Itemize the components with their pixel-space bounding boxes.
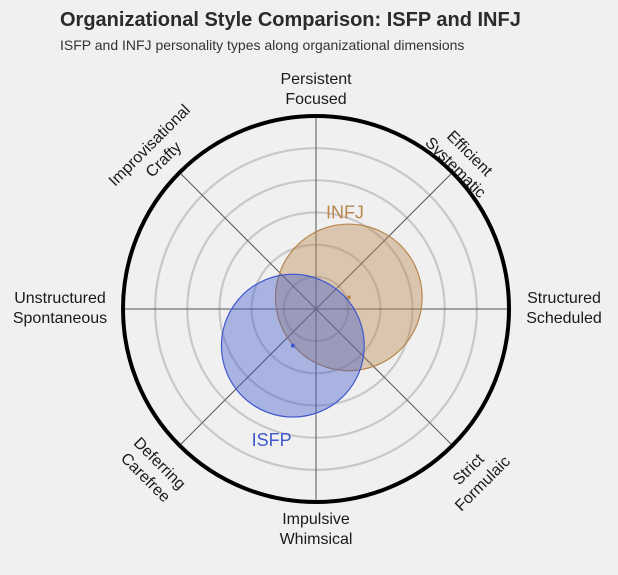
axis-spoke xyxy=(179,172,453,446)
axis-label-line: Unstructured xyxy=(14,290,106,307)
outer-ring xyxy=(121,114,511,504)
series-point-isfp xyxy=(290,343,295,348)
axis-label-line: Spontaneous xyxy=(13,310,107,327)
axis-label-line: Whimsical xyxy=(280,531,353,548)
axis-label-line: Focused xyxy=(285,91,346,108)
axis-label-line: Impulsive xyxy=(282,511,350,528)
series-label-isfp: ISFP xyxy=(252,430,292,450)
axis-label-line: Structured xyxy=(527,290,601,307)
chart-subtitle: ISFP and INFJ personality types along or… xyxy=(60,37,465,53)
series-point-infj xyxy=(346,295,351,300)
series-label-infj: INFJ xyxy=(326,203,364,223)
axis-label-line: Scheduled xyxy=(526,310,602,327)
axis-label-line: Persistent xyxy=(280,71,352,88)
chart-title: Organizational Style Comparison: ISFP an… xyxy=(60,9,521,31)
